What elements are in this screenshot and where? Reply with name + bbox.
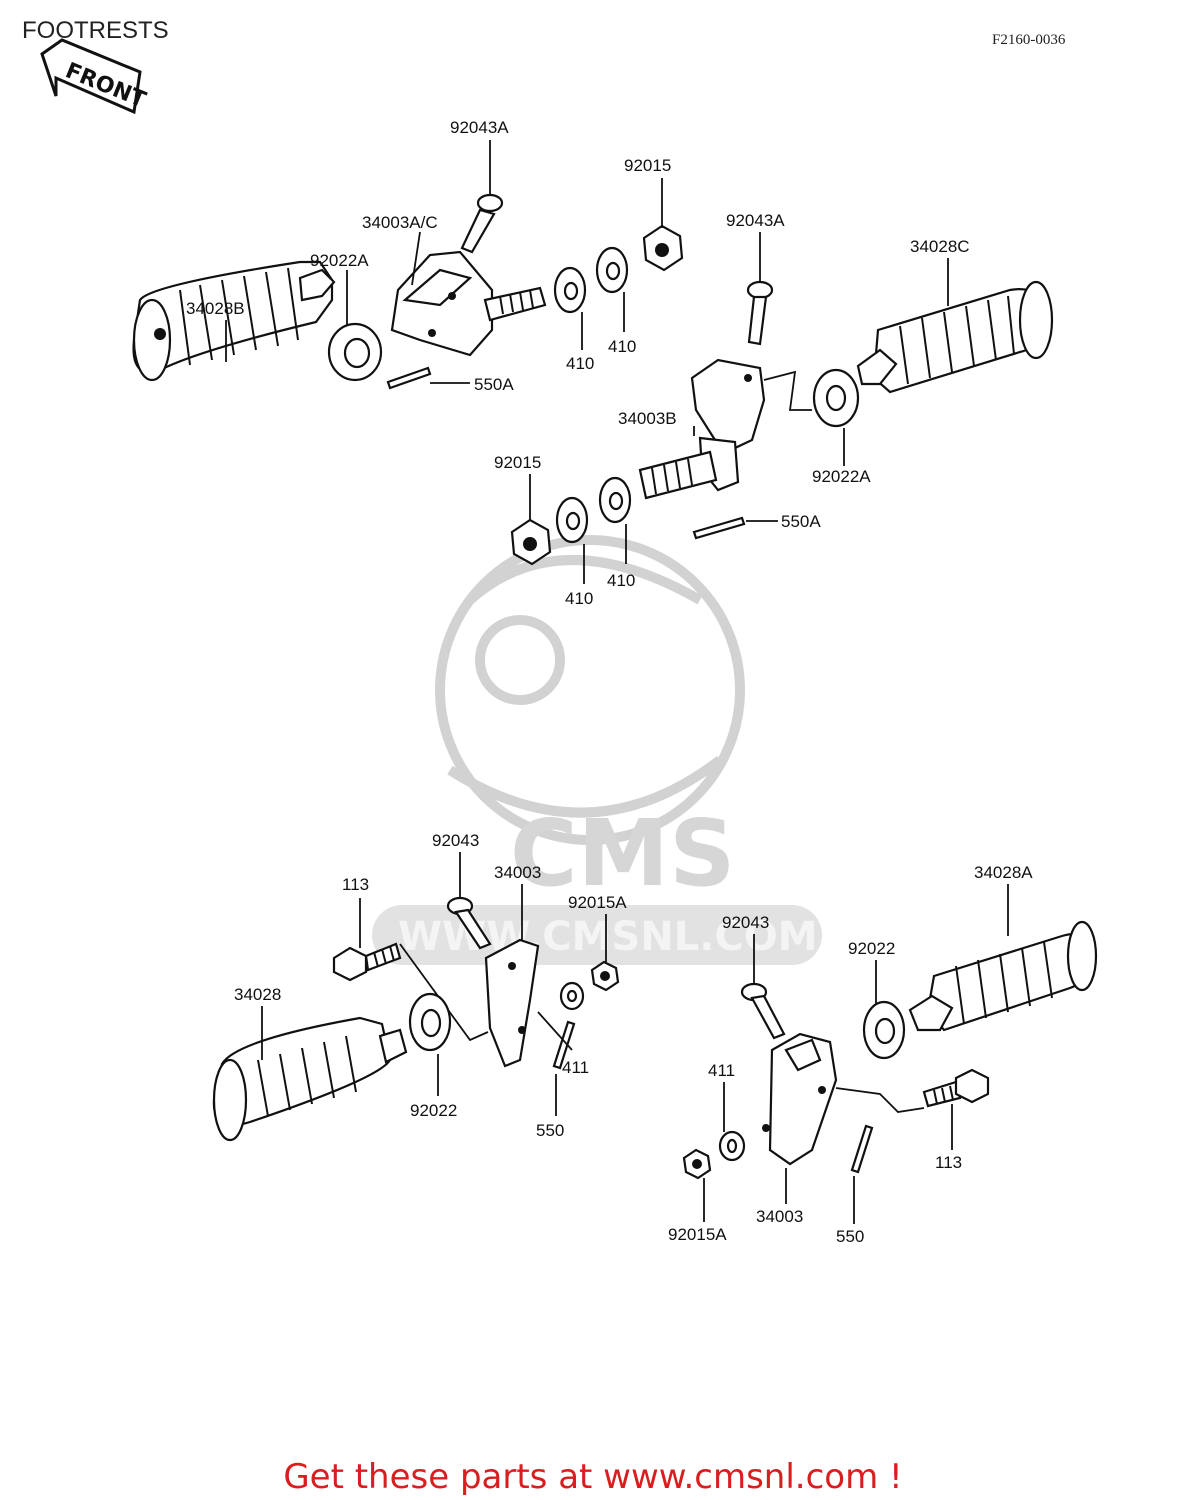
watermark-mascot-cap bbox=[466, 555, 703, 605]
bracket-34003-d bbox=[762, 1032, 838, 1166]
bracket-34003B bbox=[638, 358, 766, 500]
bracket-34003AC bbox=[390, 250, 547, 357]
watermark-mascot-head bbox=[435, 535, 745, 845]
washer-92022A-a bbox=[327, 322, 383, 382]
footpeg-34028 bbox=[212, 1016, 408, 1142]
washers-410-a bbox=[553, 246, 629, 314]
cta-link[interactable]: Get these parts at www.cmsnl.com ! bbox=[283, 1457, 902, 1497]
label-92022-c: 92022 bbox=[410, 1101, 457, 1120]
cotter-pin-550-c bbox=[552, 1020, 576, 1070]
figure-code: F2160-0036 bbox=[992, 32, 1066, 48]
label-550-d: 550 bbox=[836, 1227, 864, 1246]
washer-411-d bbox=[718, 1130, 746, 1162]
washer-92022A-b bbox=[812, 368, 860, 428]
watermark-url-banner bbox=[372, 905, 822, 965]
washer-92022-c bbox=[408, 992, 452, 1052]
footrest-assembly-upper-left: 92043A 92015 34003A/C 92022A 34028B 550A… bbox=[132, 118, 684, 394]
label-92022-d: 92022 bbox=[848, 939, 895, 958]
label-34003B: 34003B bbox=[618, 409, 677, 428]
bracket-34003-c bbox=[484, 938, 540, 1068]
watermark-mascot-eye bbox=[475, 615, 565, 705]
label-34028C: 34028C bbox=[910, 237, 970, 256]
label-92015A-d: 92015A bbox=[668, 1225, 727, 1244]
label-34028B: 34028B bbox=[186, 299, 245, 318]
washers-410-b bbox=[555, 476, 632, 544]
pin-92043A-a bbox=[460, 193, 504, 254]
pin-92043-d bbox=[740, 982, 786, 1040]
cotter-pin-550A-a bbox=[386, 366, 432, 390]
cotter-pin-550-d bbox=[850, 1124, 874, 1174]
label-411-c: 411 bbox=[562, 1058, 589, 1077]
label-34003-c: 34003 bbox=[494, 863, 541, 882]
watermark-mascot-mouth bbox=[447, 756, 724, 818]
nut-92015A-c bbox=[590, 960, 620, 992]
washer-92022-d bbox=[862, 1000, 906, 1060]
footpeg-34028B bbox=[132, 260, 336, 382]
label-34003-d: 34003 bbox=[756, 1207, 803, 1226]
label-34003AC: 34003A/C bbox=[362, 213, 438, 232]
cotter-pin-550A-b bbox=[692, 516, 746, 540]
label-92043A-b: 92043A bbox=[726, 211, 785, 230]
footrest-assembly-lower-left: 92043 34003 113 92015A 34028 411 92022 5… bbox=[212, 831, 627, 1142]
label-92043A-a: 92043A bbox=[450, 118, 509, 137]
pin-92043A-b bbox=[746, 280, 774, 346]
washer-411-c bbox=[559, 981, 585, 1011]
nut-92015A-d bbox=[682, 1148, 712, 1180]
nut-92015-a bbox=[642, 224, 684, 272]
page-title: FOOTRESTS bbox=[22, 17, 169, 44]
label-92043-d: 92043 bbox=[722, 913, 769, 932]
footrest-assembly-upper-right: 92043A 34028C 34003B 92022A 92015 550A 4… bbox=[494, 211, 1054, 608]
label-92022A-b: 92022A bbox=[812, 467, 871, 486]
bolt-113-c bbox=[332, 942, 402, 982]
watermark: CMS WWW.CMSNL.COM bbox=[372, 535, 822, 965]
footpeg-34028A bbox=[908, 920, 1098, 1032]
label-113-c: 113 bbox=[342, 875, 369, 894]
bolt-113-d bbox=[922, 1068, 990, 1108]
label-34028A: 34028A bbox=[974, 863, 1033, 882]
label-92043-c: 92043 bbox=[432, 831, 479, 850]
label-410-b2: 410 bbox=[607, 571, 635, 590]
front-arrow-icon: FRONT bbox=[40, 38, 149, 115]
label-92015-a: 92015 bbox=[624, 156, 671, 175]
label-92022A-a: 92022A bbox=[310, 251, 369, 270]
pin-92043-c bbox=[446, 896, 492, 950]
label-34028: 34028 bbox=[234, 985, 281, 1004]
label-550A-b: 550A bbox=[781, 512, 821, 531]
watermark-brand: CMS bbox=[510, 800, 735, 907]
label-550-c: 550 bbox=[536, 1121, 564, 1140]
label-410-a1: 410 bbox=[566, 354, 594, 373]
footpeg-34028C bbox=[856, 280, 1054, 394]
label-411-d: 411 bbox=[708, 1061, 735, 1080]
label-410-b1: 410 bbox=[565, 589, 593, 608]
label-92015A-c: 92015A bbox=[568, 893, 627, 912]
footrest-assembly-lower-right: 92043 34028A 92022 411 113 92015A 34003 … bbox=[668, 863, 1098, 1246]
label-92015-b: 92015 bbox=[494, 453, 541, 472]
label-410-a2: 410 bbox=[608, 337, 636, 356]
nut-92015-b bbox=[510, 518, 552, 566]
label-550A-a: 550A bbox=[474, 375, 514, 394]
label-113-d: 113 bbox=[935, 1153, 962, 1172]
